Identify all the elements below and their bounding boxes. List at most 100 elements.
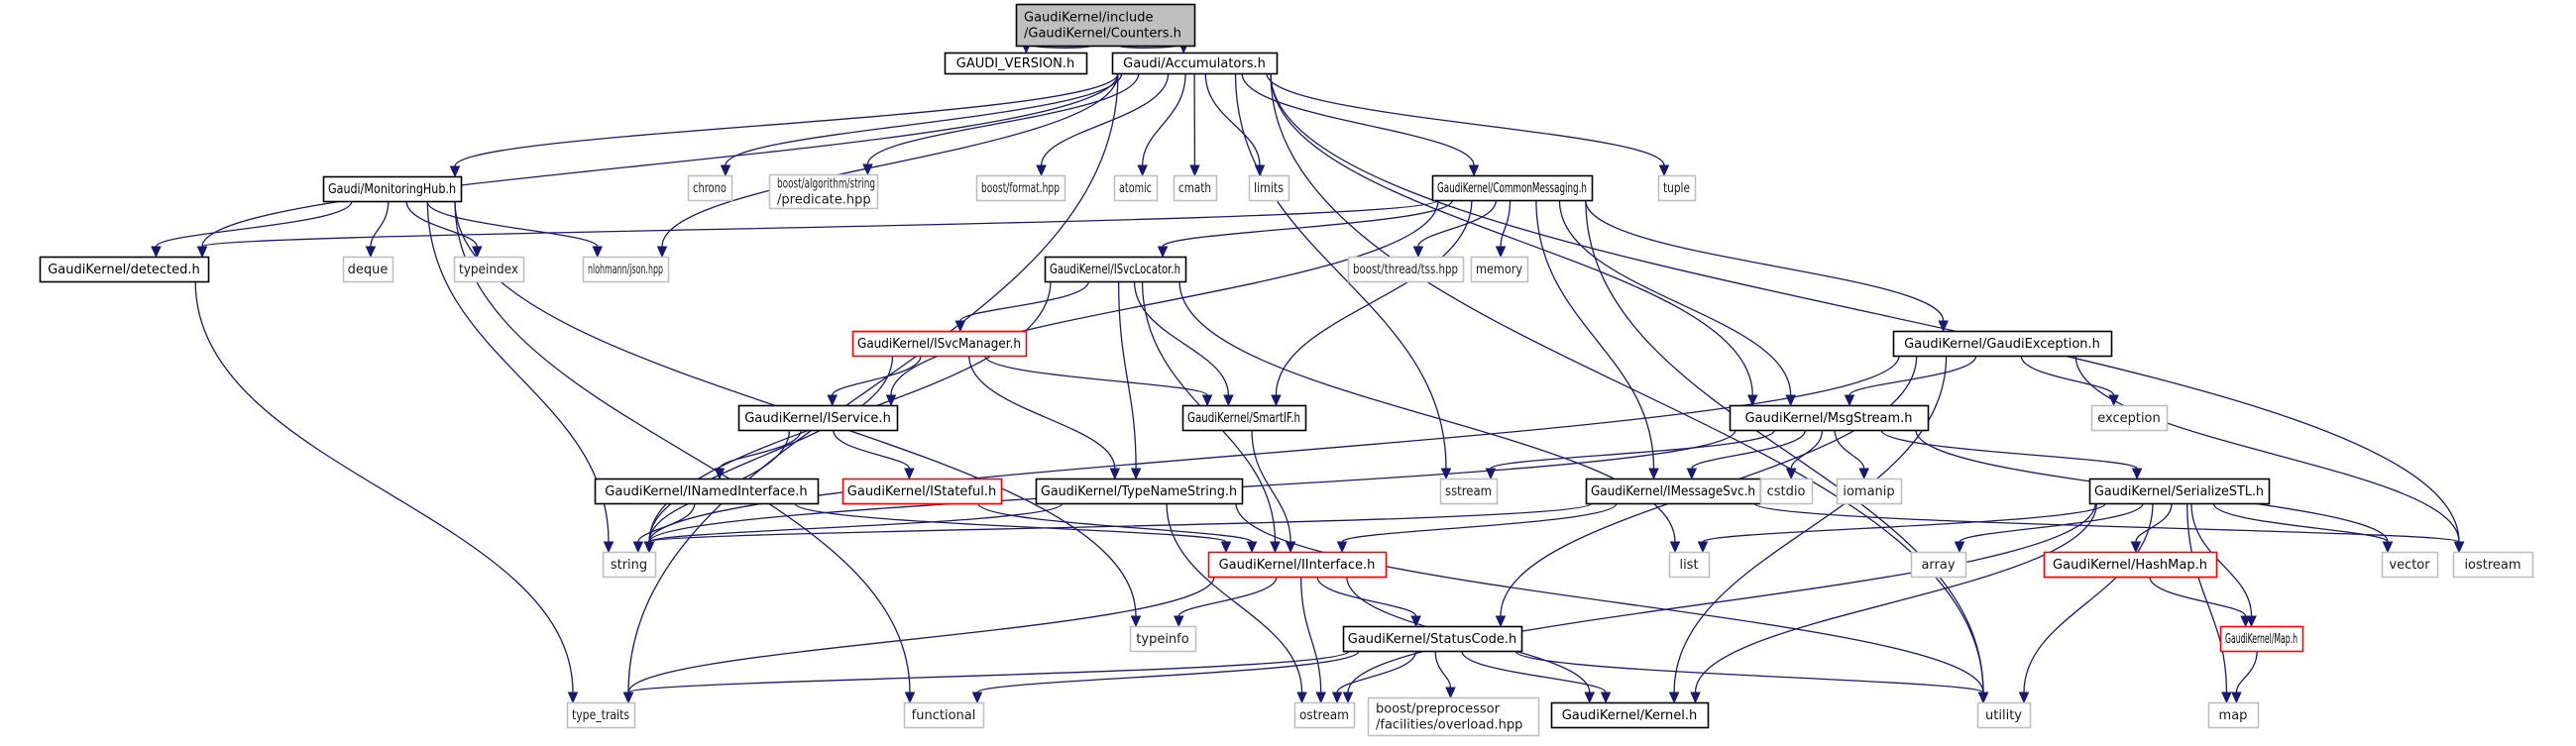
node-gaudiexception[interactable]: GaudiKernel/GaudiException.h <box>1892 330 2113 358</box>
node-box <box>1015 3 1196 48</box>
node-label: cstdio <box>1767 484 1806 499</box>
edge-line <box>977 502 1253 543</box>
node-accumulators[interactable]: Gaudi/Accumulators.h <box>1111 52 1279 75</box>
edge-line <box>1834 429 1865 470</box>
edge-line <box>627 576 1215 693</box>
arrowhead-icon <box>1036 164 1047 177</box>
edge-line <box>1177 576 1278 617</box>
node-label: boost/format.hpp <box>981 181 1060 196</box>
node-box <box>2207 701 2260 729</box>
node-limits: limits <box>1248 174 1290 202</box>
edge-line <box>1270 72 1984 693</box>
edge-line <box>1117 280 1137 470</box>
node-monitoringhub[interactable]: Gaudi/MonitoringHub.h <box>322 175 463 203</box>
edge-iinterface-to-statuscode <box>1316 576 1421 628</box>
edge-line <box>454 72 1119 167</box>
node-box <box>1342 625 1523 653</box>
arrowhead-icon <box>1938 320 1949 333</box>
edge-line <box>1694 502 2097 693</box>
edge-line <box>719 429 802 470</box>
edge-istateful-to-iinterface <box>977 502 1258 554</box>
node-map-h[interactable]: GaudiKernel/Map.h <box>2219 625 2304 653</box>
node-kernel[interactable]: GaudiKernel/Kernel.h <box>1550 701 1710 729</box>
edge-line <box>1535 199 1655 470</box>
node-serializestl[interactable]: GaudiKernel/SerializeSTL.h <box>2088 478 2271 505</box>
node-smartif[interactable]: GaudiKernel/SmartIF.h <box>1181 404 1307 432</box>
node-overload: boost/preprocessor/facilities/overload.h… <box>1367 696 1540 737</box>
edge-commonmessaging-to-iservice <box>885 199 1439 407</box>
node-iomanip: iomanip <box>1836 478 1903 505</box>
edge-line <box>627 72 1119 693</box>
arrowhead-icon <box>1296 692 1307 704</box>
arrowhead-icon <box>954 320 966 333</box>
edge-line <box>1270 72 2460 543</box>
edge-line <box>890 199 1439 396</box>
edge-line <box>201 199 1439 248</box>
arrowhead-icon <box>643 541 655 554</box>
node-isvcmanager[interactable]: GaudiKernel/ISvcManager.h <box>851 330 1028 358</box>
node-box <box>1431 174 1594 202</box>
node-detected[interactable]: GaudiKernel/detected.h <box>39 256 210 283</box>
edge-line <box>1514 650 1984 693</box>
node-box <box>2043 551 2218 579</box>
edge-iinterface-to-typeinfo <box>1173 576 1278 628</box>
arrowhead-icon <box>1584 692 1596 704</box>
arrowhead-icon <box>1157 246 1169 259</box>
node-label: GaudiKernel/INamedInterface.h <box>605 484 807 499</box>
edge-line <box>1434 650 1452 689</box>
edge-line <box>1490 429 1776 470</box>
arrowhead-icon <box>1785 468 1797 480</box>
edge-accumulators-to-tuple <box>1266 72 1670 177</box>
node-box <box>39 256 210 283</box>
edge-typenamestring-to-utility <box>1235 502 1989 704</box>
arrowhead-icon <box>1686 468 1698 480</box>
node-iostream: iostream <box>2452 551 2534 579</box>
node-typenamestring[interactable]: GaudiKernel/TypeNameString.h <box>1035 478 1244 505</box>
edge-accumulators-to-chrono <box>720 72 1123 177</box>
node-label: string <box>611 558 647 573</box>
edge-line <box>1166 502 1303 693</box>
edge-line <box>2186 502 2228 693</box>
node-label: functional <box>912 708 976 723</box>
edge-line <box>648 355 894 543</box>
node-memory: memory <box>1470 256 1529 283</box>
node-label: nlohmann/json.hpp <box>588 263 663 277</box>
edge-line <box>2020 355 2115 396</box>
node-box <box>1111 52 1279 75</box>
edge-serializestl-to-ostream <box>1342 502 2096 704</box>
node-box <box>2381 551 2439 579</box>
node-statuscode[interactable]: GaudiKernel/StatusCode.h <box>1342 625 1523 653</box>
edge-hashmap-to-map-h <box>2149 576 2251 628</box>
edge-monitoringhub-to-string <box>426 200 615 554</box>
edge-msgstream-to-imessagesvc <box>1686 429 1807 480</box>
node-label: GaudiKernel/GaudiException.h <box>1904 337 2100 352</box>
edge-statuscode-to-utility <box>1514 650 1989 704</box>
node-isvclocator[interactable]: GaudiKernel/ISvcLocator.h <box>1044 256 1187 283</box>
node-box <box>342 256 394 283</box>
node-iinterface[interactable]: GaudiKernel/IInterface.h <box>1207 551 1388 579</box>
node-functional: functional <box>903 701 985 729</box>
edge-line <box>648 502 1593 543</box>
node-msgstream[interactable]: GaudiKernel/MsgStream.h <box>1729 404 1930 432</box>
node-iservice[interactable]: GaudiKernel/IService.h <box>737 404 899 432</box>
node-box <box>944 52 1088 75</box>
edge-accumulators-to-detected <box>196 72 1119 259</box>
node-istateful[interactable]: GaudiKernel/IStateful.h <box>841 478 1003 505</box>
node-deque: deque <box>342 256 394 283</box>
node-label: type_traits <box>572 708 629 723</box>
node-hashmap[interactable]: GaudiKernel/HashMap.h <box>2043 551 2218 579</box>
node-gaudi-version[interactable]: GAUDI_VERSION.h <box>944 52 1088 75</box>
node-array: array <box>1910 551 1967 579</box>
edge-line <box>1585 199 1984 693</box>
node-box <box>453 256 525 283</box>
node-commonmessaging[interactable]: GaudiKernel/CommonMessaging.h <box>1431 174 1594 202</box>
node-imessagesvc[interactable]: GaudiKernel/IMessageSvc.h <box>1585 478 1762 505</box>
node-label: iomanip <box>1843 484 1894 499</box>
node-inamedinterface[interactable]: GaudiKernel/INamedInterface.h <box>594 478 820 505</box>
edge-map-h-to-map <box>2231 650 2258 704</box>
node-counters[interactable]: GaudiKernel/include/GaudiKernel/Counters… <box>1015 3 1196 48</box>
edge-serializestl-to-hashmap <box>2130 502 2173 554</box>
node-label: GaudiKernel/HashMap.h <box>2053 558 2207 573</box>
node-box <box>1759 478 1814 505</box>
